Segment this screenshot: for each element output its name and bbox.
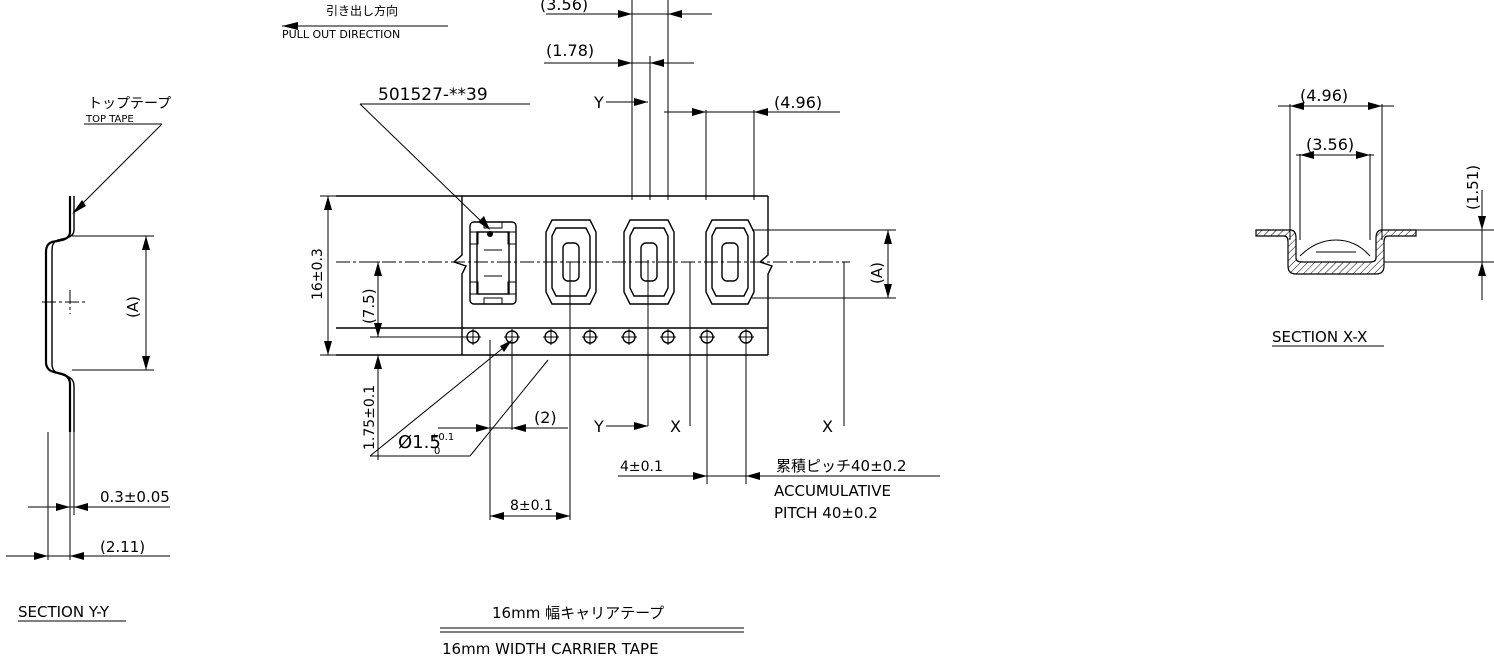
- dim-4: 4±0.1: [620, 459, 663, 475]
- empty-pocket-2: [623, 219, 675, 305]
- dim-2-11: (2.11): [100, 538, 145, 556]
- carrier-tape-jp-title: 16mm 幅キャリアテープ: [492, 604, 664, 622]
- dim-2: (2): [534, 408, 557, 427]
- hole-dia-label: Ø1.5: [398, 432, 441, 453]
- section-xx-view: (4.96) (3.56) (1.51) SECTION X-X: [1255, 86, 1494, 347]
- carrier-tape-en-title: 16mm WIDTH CARRIER TAPE: [442, 640, 659, 658]
- sprocket-holes: [465, 329, 754, 345]
- accum-pitch-jp: 累積ピッチ40±0.2: [776, 457, 907, 475]
- pocket-with-connector: [469, 221, 517, 305]
- accum-pitch-en-1: ACCUMULATIVE: [774, 482, 891, 500]
- section-yy-a-dim: (A): [124, 296, 142, 318]
- empty-pocket-3: [705, 219, 755, 305]
- x-dim-4-96: (4.96): [1300, 86, 1348, 105]
- top-tape-en-label: TOP TAPE: [85, 114, 134, 125]
- dim-1-75: 1.75±0.1: [362, 385, 378, 450]
- pull-out-jp-label: 引き出し方向: [326, 3, 398, 18]
- dim-4-96: (4.96): [774, 93, 822, 112]
- section-x-mark-left: X: [670, 417, 681, 436]
- dim-a-right: (A): [868, 262, 886, 284]
- pull-out-en-label: PULL OUT DIRECTION: [282, 28, 400, 41]
- section-yy-view: トップテープ TOP TAPE (A) 0.3±0.05 (2.11) SECT…: [6, 96, 171, 622]
- dim-16: 16±0.3: [310, 248, 326, 300]
- carrier-tape-top-view: 引き出し方向 PULL OUT DIRECTION 501527-**39: [282, 0, 940, 658]
- dim-1-78: (1.78): [546, 41, 594, 60]
- empty-pocket-1: [545, 219, 597, 305]
- x-dim-1-51: (1.51): [1464, 165, 1482, 210]
- hole-tol-upper: +0.1: [430, 432, 454, 443]
- section-yy-title: SECTION Y-Y: [18, 603, 110, 621]
- dim-3-56: (3.56): [540, 0, 588, 14]
- section-x-mark-right: X: [822, 417, 833, 436]
- section-y-mark-bottom: Y: [593, 417, 604, 436]
- section-xx-title: SECTION X-X: [1272, 328, 1367, 346]
- part-number-label: 501527-**39: [378, 85, 488, 105]
- dim-8: 8±0.1: [510, 498, 553, 514]
- dim-0-3: 0.3±0.05: [100, 488, 170, 506]
- accum-pitch-en-2: PITCH 40±0.2: [774, 504, 878, 522]
- dim-7-5: (7.5): [360, 288, 378, 324]
- top-tape-jp-label: トップテープ: [88, 96, 171, 112]
- section-y-mark-top: Y: [593, 93, 604, 112]
- hole-tol-lower: 0: [434, 446, 440, 457]
- x-dim-3-56: (3.56): [1306, 135, 1354, 154]
